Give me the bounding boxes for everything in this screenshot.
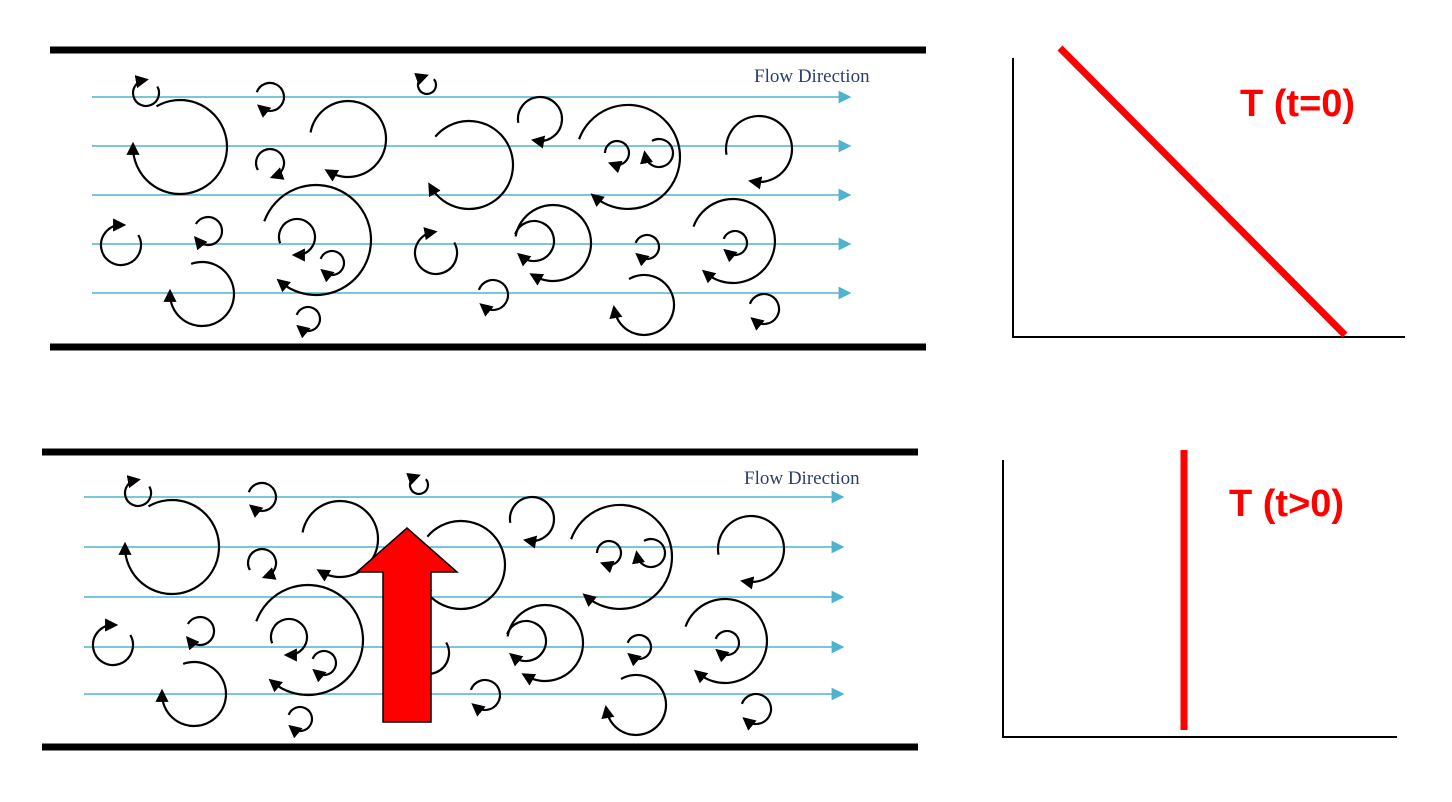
circular-arrow-icon — [254, 147, 286, 180]
circular-arrow-icon — [640, 137, 675, 169]
temperature-label-bottom: T (t>0) — [1229, 483, 1344, 525]
circular-arrow-icon — [514, 219, 556, 267]
circular-arrow-icon — [99, 218, 143, 267]
circular-arrow-icon — [126, 98, 229, 196]
circular-arrow-icon — [684, 597, 769, 685]
circular-arrow-icon — [601, 673, 668, 737]
circular-arrow-icon — [277, 217, 317, 262]
circular-arrow-icon — [155, 660, 228, 728]
circular-arrow-icon — [255, 583, 365, 697]
circular-arrow-icon — [722, 229, 749, 263]
circular-arrow-icon — [287, 705, 314, 739]
circular-arrow-icon — [506, 619, 548, 667]
flow-direction-label-bottom: Flow Direction — [744, 468, 860, 489]
temperature-plot-bottom: T (t>0) — [1002, 450, 1397, 738]
circular-arrow-icon — [193, 215, 224, 251]
circular-arrow-icon — [570, 503, 674, 611]
circular-arrow-icon — [506, 603, 585, 686]
temperature-profile-line-top — [1057, 45, 1348, 338]
circular-arrow-icon — [603, 139, 631, 174]
temperature-plot-top: T (t=0) — [1012, 45, 1405, 338]
temperature-label-top: T (t=0) — [1240, 83, 1355, 125]
circular-arrow-icon — [692, 197, 777, 285]
up-arrow-icon — [355, 527, 459, 723]
flow-channel-bottom — [42, 448, 918, 751]
circular-arrow-icon — [516, 95, 564, 149]
circular-arrow-icon — [595, 539, 623, 574]
circular-arrow-icon — [414, 73, 438, 95]
circular-arrow-icon — [634, 233, 661, 267]
flow-channel-top — [50, 46, 926, 351]
circular-arrow-icon — [578, 103, 682, 211]
flow-direction-label-top: Flow Direction — [754, 66, 870, 87]
circular-arrow-icon — [469, 678, 502, 717]
circular-arrow-icon — [301, 499, 380, 582]
circular-arrow-icon — [632, 537, 667, 569]
circular-arrow-icon — [626, 633, 653, 667]
circular-arrow-icon — [413, 227, 459, 276]
circular-arrow-icon — [295, 305, 322, 339]
circular-arrow-icon — [714, 629, 741, 663]
circular-arrow-icon — [91, 618, 135, 667]
circular-arrow-icon — [131, 75, 161, 108]
circular-arrow-icon — [716, 514, 786, 590]
circular-arrow-icon — [255, 81, 286, 118]
circular-arrow-icon — [477, 278, 510, 317]
circular-arrow-icon — [246, 547, 278, 580]
circular-arrow-icon — [406, 473, 430, 495]
circular-arrow-icon — [309, 99, 388, 182]
circular-arrow-icon — [263, 183, 373, 297]
circular-arrow-icon — [748, 292, 781, 331]
circular-arrow-icon — [118, 498, 221, 596]
circular-arrow-icon — [311, 649, 338, 683]
circular-arrow-icon — [428, 119, 515, 211]
circular-arrow-icon — [420, 519, 507, 611]
circular-arrow-icon — [247, 481, 278, 518]
circular-arrow-icon — [724, 114, 794, 190]
circular-arrow-icon — [514, 203, 593, 286]
circular-arrow-icon — [508, 495, 556, 549]
circular-arrow-icon — [185, 615, 216, 651]
circular-arrow-icon — [163, 260, 236, 328]
circular-arrow-icon — [319, 249, 346, 283]
circular-arrow-icon — [123, 475, 153, 508]
circular-arrow-icon — [740, 692, 773, 731]
circular-arrow-icon — [609, 273, 676, 337]
circular-arrow-icon — [269, 617, 309, 662]
